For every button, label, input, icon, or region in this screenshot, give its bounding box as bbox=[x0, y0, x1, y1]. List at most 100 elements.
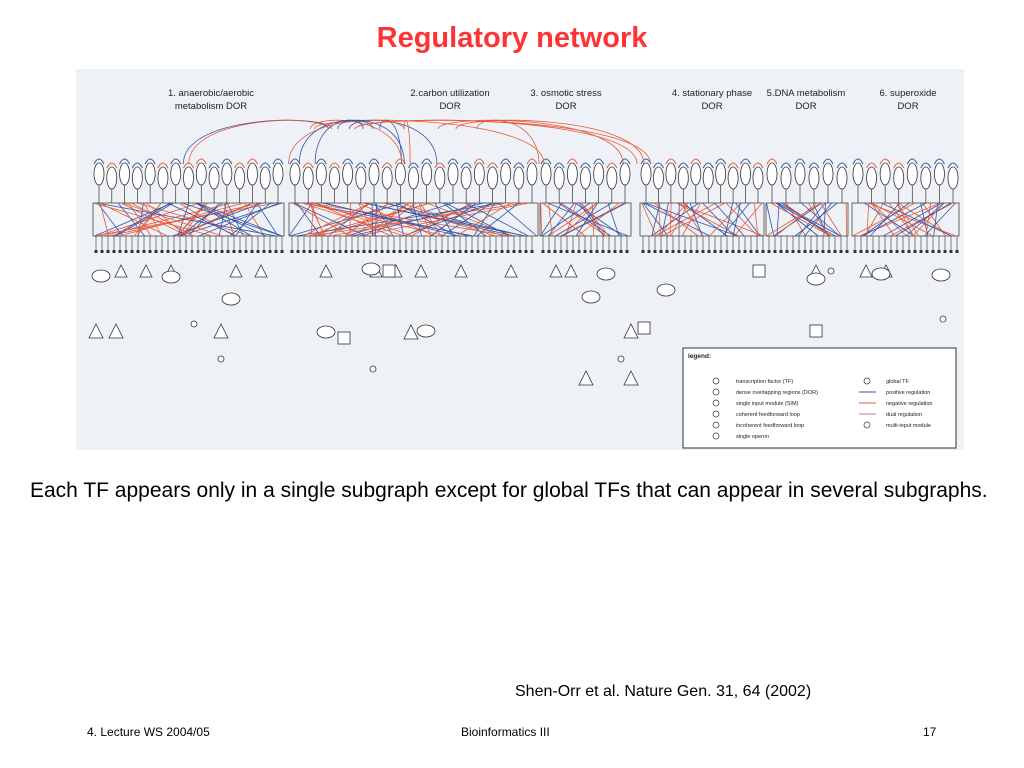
regulation-edge bbox=[102, 202, 231, 237]
operon-mark bbox=[398, 250, 402, 253]
regulation-edge bbox=[577, 202, 620, 237]
operon-icon bbox=[617, 355, 625, 363]
autoregulation-arc bbox=[766, 158, 778, 165]
footer-page-number: 17 bbox=[923, 725, 937, 739]
regulation-edge bbox=[400, 202, 505, 237]
autoregulation-arc bbox=[580, 162, 591, 169]
operon-mark bbox=[707, 250, 711, 253]
operon-mark bbox=[238, 250, 242, 253]
operon-mark bbox=[749, 250, 753, 253]
operon-mark bbox=[613, 250, 617, 253]
regulation-edge bbox=[894, 202, 952, 237]
global-edge bbox=[288, 119, 405, 165]
tf-node bbox=[690, 162, 702, 186]
feedforward-loop-icon bbox=[229, 264, 243, 278]
sim-icon bbox=[382, 264, 396, 278]
dor-label: 5.DNA metabolism bbox=[767, 88, 846, 99]
operon-mark bbox=[280, 250, 284, 253]
sim-icon bbox=[752, 264, 766, 278]
operon-mark bbox=[889, 250, 893, 253]
regulation-edge bbox=[143, 202, 163, 237]
regulation-edge bbox=[651, 202, 661, 237]
operon-mark bbox=[476, 250, 480, 253]
autoregulation-arc bbox=[619, 158, 631, 165]
citation: Shen-Orr et al. Nature Gen. 31, 64 (2002… bbox=[515, 683, 812, 700]
operon-mark bbox=[244, 250, 248, 253]
operon-mark bbox=[208, 250, 212, 253]
regulation-edge bbox=[561, 202, 627, 237]
operon-mark bbox=[907, 250, 911, 253]
regulation-edge bbox=[862, 202, 910, 237]
tf-node bbox=[640, 162, 652, 186]
regulation-edge bbox=[288, 202, 313, 237]
regulation-edge bbox=[198, 202, 279, 237]
global-edge bbox=[188, 119, 333, 165]
operon-mark bbox=[845, 250, 849, 253]
legend-title: legend: bbox=[688, 353, 711, 360]
regulation-edge bbox=[565, 202, 577, 237]
operon-mark bbox=[665, 250, 669, 253]
tf-node bbox=[920, 166, 932, 190]
tf-node bbox=[931, 268, 951, 282]
tf-node bbox=[593, 162, 605, 186]
regulation-edge bbox=[661, 202, 726, 237]
operon-mark bbox=[100, 250, 104, 253]
regulation-edge bbox=[465, 202, 529, 237]
tf-node bbox=[447, 162, 459, 186]
regulation-edge bbox=[883, 202, 943, 237]
tf-node bbox=[157, 166, 169, 190]
tf-node bbox=[259, 166, 271, 190]
sim-icon bbox=[637, 321, 651, 335]
operon-mark bbox=[214, 250, 218, 253]
regulation-edge bbox=[292, 202, 351, 237]
tf-node bbox=[170, 162, 182, 186]
feedforward-loop-icon bbox=[578, 370, 594, 386]
regulation-edge bbox=[753, 202, 759, 237]
tf-node bbox=[315, 162, 327, 186]
footer-course: Bioinformatics III bbox=[461, 725, 550, 739]
operon-mark bbox=[506, 250, 510, 253]
operon-mark bbox=[464, 250, 468, 253]
regulation-edge bbox=[722, 202, 750, 237]
regulation-edge bbox=[773, 202, 822, 237]
regulation-edge bbox=[770, 202, 831, 237]
regulation-edge bbox=[456, 202, 511, 237]
operon-mark bbox=[833, 250, 837, 253]
operon-mark bbox=[494, 250, 498, 253]
operon-mark bbox=[112, 250, 116, 253]
operon-mark bbox=[791, 250, 795, 253]
tf-node bbox=[740, 162, 751, 186]
tf-node bbox=[581, 290, 601, 304]
operon-mark bbox=[943, 250, 947, 253]
tf-node bbox=[247, 162, 258, 186]
tf-node bbox=[368, 162, 380, 186]
tf-node bbox=[780, 166, 792, 190]
legend-icon bbox=[712, 377, 720, 385]
operon-mark bbox=[865, 250, 869, 253]
operon-mark bbox=[190, 250, 194, 253]
operon-icon bbox=[369, 365, 377, 373]
autoregulation-arc bbox=[593, 158, 605, 165]
operon-mark bbox=[362, 250, 366, 253]
autoregulation-arc bbox=[947, 162, 959, 169]
operon-mark bbox=[332, 250, 336, 253]
autoregulation-arc bbox=[473, 158, 485, 165]
legend-item: single operon bbox=[736, 434, 769, 440]
tf-node bbox=[434, 166, 446, 190]
operon-mark bbox=[232, 250, 236, 253]
autoregulation-arc bbox=[852, 158, 864, 165]
regulation-edge bbox=[562, 202, 597, 237]
operon-icon bbox=[939, 315, 947, 323]
regulation-edge bbox=[384, 202, 525, 237]
tf-node bbox=[131, 166, 143, 190]
sim-icon bbox=[809, 324, 823, 338]
operon-mark bbox=[821, 250, 825, 253]
regulation-edge bbox=[541, 202, 591, 237]
autoregulation-arc bbox=[822, 158, 834, 165]
tf-node bbox=[381, 166, 393, 190]
legend-item: single input module (SIM) bbox=[736, 401, 799, 407]
tf-node bbox=[836, 166, 848, 190]
autoregulation-arc bbox=[553, 162, 565, 169]
tf-node bbox=[487, 166, 498, 190]
